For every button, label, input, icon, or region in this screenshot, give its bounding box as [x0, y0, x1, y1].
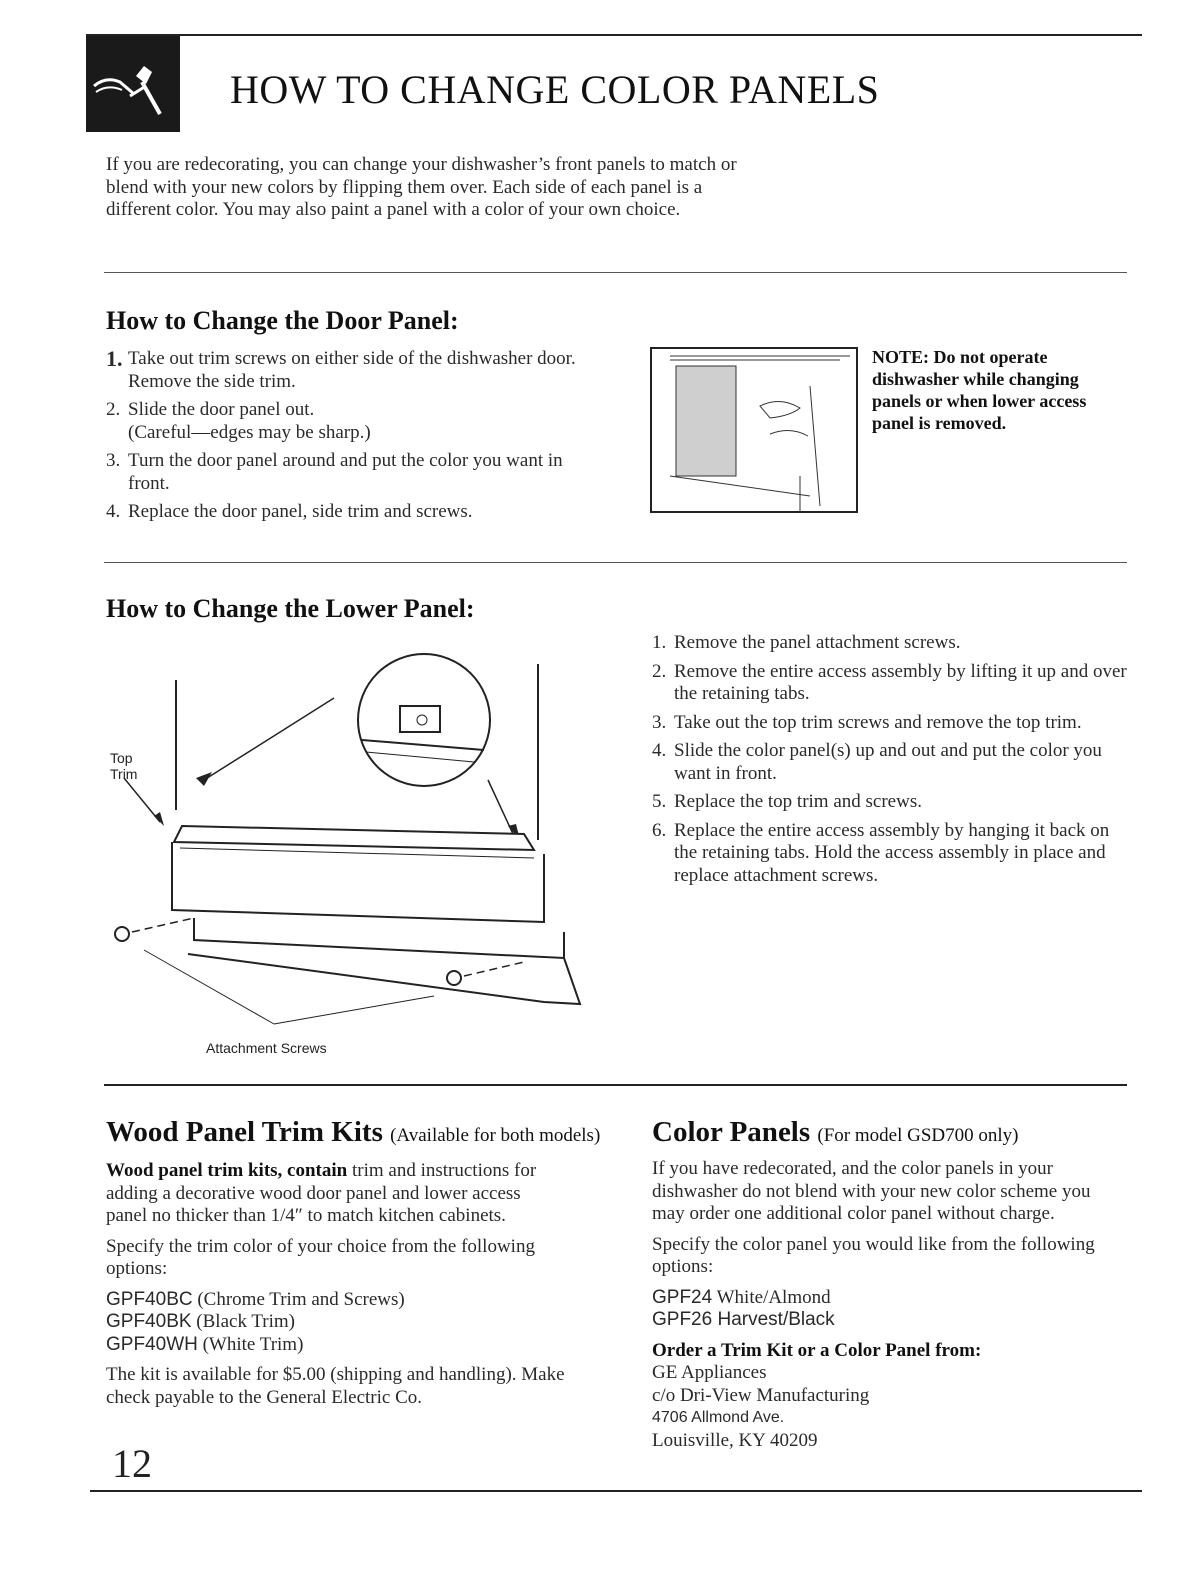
divider — [104, 272, 1127, 273]
wood-kits-heading: Wood Panel Trim Kits (Available for both… — [106, 1116, 601, 1148]
warning-note: NOTE: Do not operate dishwasher while ch… — [872, 347, 1087, 433]
step-item: 4.Slide the color panel(s) up and out an… — [652, 740, 1102, 784]
color-panels-intro: If you have redecorated, and the color p… — [652, 1158, 1091, 1224]
step-item: 1.Take out trim screws on either side of… — [106, 346, 576, 392]
step-item: 2.Remove the entire access assembly by l… — [652, 660, 1127, 705]
step-item: 1.Remove the panel attachment screws. — [652, 632, 961, 653]
page-title: HOW TO CHANGE COLOR PANELS — [230, 67, 880, 112]
step-item: 5.Replace the top trim and screws. — [652, 791, 922, 812]
wood-kits-options: GPF40BC (Chrome Trim and Screws) GPF40BK… — [106, 1289, 556, 1357]
step-item: 4.Replace the door panel, side trim and … — [106, 501, 473, 522]
step-item: 3.Take out the top trim screws and remov… — [652, 711, 1082, 733]
divider — [104, 562, 1127, 563]
option-item: GPF24 White/Almond — [652, 1286, 831, 1308]
wood-kits-price: The kit is available for $5.00 (shipping… — [106, 1364, 565, 1408]
intro-text: If you are redecorating, you can change … — [106, 154, 737, 220]
option-item: GPF26 Harvest/Black — [652, 1309, 835, 1330]
color-panels-specify: Specify the color panel you would like f… — [652, 1233, 1095, 1278]
step-item: 3.Turn the door panel around and put the… — [106, 450, 563, 494]
color-panels-body: If you have redecorated, and the color p… — [652, 1158, 1102, 1452]
step-item: (Careful—edges may be sharp.) — [128, 421, 371, 443]
divider — [104, 1084, 1127, 1086]
color-panels-options: GPF24 White/Almond GPF26 Harvest/Black — [652, 1287, 1102, 1332]
color-panels-heading: Color Panels (For model GSD700 only) — [652, 1116, 1019, 1148]
option-item: GPF40BK (Black Trim) — [106, 1311, 295, 1332]
wood-kits-body: Wood panel trim kits, contain trim and i… — [106, 1160, 565, 1409]
wood-kits-intro: Wood panel trim kits, contain trim and i… — [106, 1160, 537, 1226]
header-rule — [86, 34, 1142, 36]
door-panel-heading: How to Change the Door Panel: — [106, 306, 459, 335]
option-item: GPF40WH (White Trim) — [106, 1333, 304, 1355]
door-panel-illustration — [650, 346, 860, 514]
top-trim-label: Top Trim — [110, 750, 138, 782]
lower-panel-steps: 1.Remove the panel attachment screws. 2.… — [652, 632, 1130, 893]
order-address: GE Appliances c/o Dri-View Manufacturing… — [652, 1362, 870, 1451]
page-number: 12 — [112, 1441, 152, 1486]
lower-panel-heading: How to Change the Lower Panel: — [106, 594, 475, 623]
order-heading: Order a Trim Kit or a Color Panel from: — [652, 1339, 982, 1361]
step-item: 6.Replace the entire access assembly by … — [652, 819, 1110, 886]
wood-kits-specify: Specify the trim color of your choice fr… — [106, 1235, 535, 1280]
attachment-screws-label: Attachment Screws — [206, 1040, 327, 1056]
option-item: GPF40BC (Chrome Trim and Screws) — [106, 1288, 405, 1310]
tool-icon — [86, 36, 180, 132]
lower-panel-illustration — [104, 640, 584, 1040]
step-item: 2.Slide the door panel out. — [106, 399, 315, 420]
door-panel-steps: 1.Take out trim screws on either side of… — [106, 346, 576, 530]
footer-rule — [90, 1490, 1142, 1492]
